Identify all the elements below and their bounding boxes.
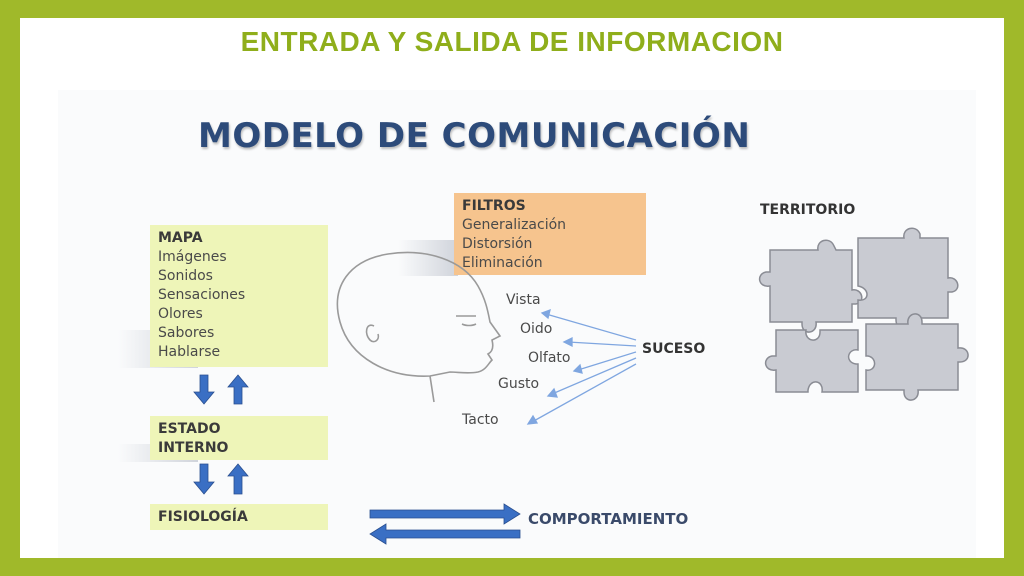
mapa-item: Sabores — [158, 325, 215, 341]
sense-gusto: Gusto — [498, 376, 540, 392]
mapa-item: Olores — [158, 306, 203, 322]
slide: ENTRADA Y SALIDA DE INFORMACION MODELO D… — [20, 18, 1004, 558]
suceso-label: SUCESO — [642, 341, 706, 357]
mapa-box: MAPA Imágenes Sonidos Sensaciones Olores… — [150, 225, 328, 367]
filtros-header: FILTROS — [462, 198, 526, 214]
fisiologia-label: FISIOLOGÍA — [158, 509, 248, 525]
sense-tacto: Tacto — [462, 412, 499, 428]
sense-arrows — [526, 308, 637, 425]
communication-model-figure: MODELO DE COMUNICACIÓN MAPA Imágenes Son… — [58, 90, 976, 558]
territorio-label: TERRITORIO — [760, 202, 856, 218]
fisiologia-box: FISIOLOGÍA — [150, 504, 328, 530]
filtros-item: Generalización — [462, 217, 567, 233]
mapa-item: Hablarse — [158, 344, 221, 360]
mapa-estado-arrows — [193, 374, 249, 495]
sense-vista: Vista — [506, 292, 541, 308]
box-shadow — [398, 240, 458, 276]
diagram-title: MODELO DE COMUNICACIÓN — [198, 116, 751, 156]
filtros-box: FILTROS Generalización Distorsión Elimin… — [454, 193, 646, 275]
diagram-graphics — [193, 227, 969, 545]
puzzle-icon — [758, 227, 969, 401]
estado-line: INTERNO — [158, 440, 229, 456]
sense-oido: Oido — [520, 321, 553, 337]
comportamiento-label: COMPORTAMIENTO — [528, 510, 689, 528]
mapa-item: Imágenes — [158, 249, 227, 265]
slide-title: ENTRADA Y SALIDA DE INFORMACION — [240, 26, 784, 57]
mapa-header: MAPA — [158, 230, 203, 246]
filtros-item: Distorsión — [462, 236, 533, 252]
estado-line: ESTADO — [158, 421, 221, 437]
mapa-item: Sensaciones — [158, 287, 246, 303]
estado-interno-box: ESTADO INTERNO — [150, 416, 328, 460]
sense-olfato: Olfato — [528, 350, 571, 366]
filtros-item: Eliminación — [462, 255, 543, 271]
fisiologia-comportamiento-arrows — [369, 503, 521, 545]
head-silhouette — [336, 251, 502, 403]
mapa-item: Sonidos — [158, 268, 213, 284]
